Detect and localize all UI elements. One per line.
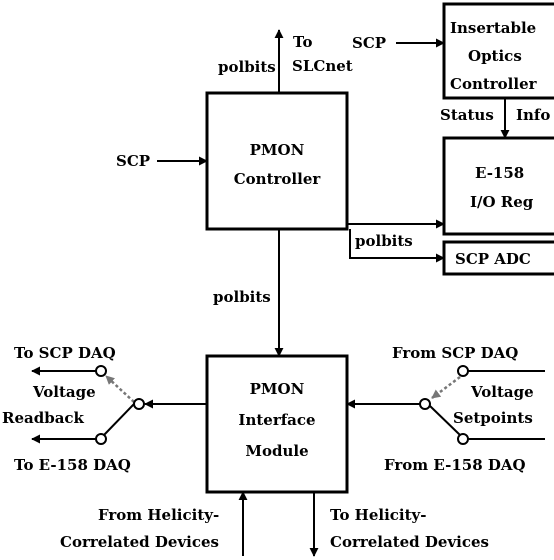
from-scp-daq-label: From SCP DAQ (392, 344, 518, 362)
info-label: Info (516, 106, 550, 124)
switch-terminal-e158-daq (95, 433, 107, 445)
e158-io-label-2: I/O Reg (470, 193, 534, 211)
to-helicity-label-1: To Helicity- (330, 506, 426, 524)
from-e158-daq-label: From E-158 DAQ (384, 456, 526, 474)
readback-switch-node (133, 398, 145, 410)
io-controller-label-1: Insertable (450, 19, 536, 37)
scp-label-left: SCP (116, 152, 150, 170)
voltage-setpoints-label-1: Voltage (470, 383, 534, 401)
readback-switch-dashed-arrow (105, 375, 135, 403)
readback-switch-arm (103, 403, 135, 436)
e158-io-label-1: E-158 (475, 164, 524, 182)
pmon-interface-label-2: Interface (238, 411, 315, 429)
status-label: Status (440, 106, 494, 124)
to-slcnet-label-2: SLCnet (292, 57, 353, 75)
scp-label-top: SCP (352, 34, 386, 52)
insertable-optics-controller-block: Insertable Optics Controller (442, 2, 554, 100)
to-helicity-label-2: Correlated Devices (330, 533, 489, 551)
setpoint-terminal-e158-daq (457, 433, 469, 445)
pmon-controller-block: PMON Controller (205, 91, 349, 231)
e158-io-reg-block: E-158 I/O Reg (442, 136, 554, 236)
scp-adc-block: SCP ADC (442, 240, 554, 276)
pmon-controller-label-1: PMON (250, 141, 305, 159)
polbits-label-top: polbits (218, 58, 276, 76)
setpoint-terminal-scp-daq (457, 365, 469, 377)
to-e158-daq-label: To E-158 DAQ (14, 456, 131, 474)
voltage-readback-label-1: Voltage (32, 383, 96, 401)
scp-adc-label: SCP ADC (455, 250, 531, 268)
to-slcnet-label-1: To (293, 33, 312, 51)
pmon-interface-module-block: PMON Interface Module (205, 354, 349, 494)
voltage-setpoints-label-2: Setpoints (453, 409, 533, 427)
from-helicity-label-2: Correlated Devices (60, 533, 219, 551)
from-helicity-label-1: From Helicity- (98, 506, 219, 524)
to-scp-daq-label: To SCP DAQ (14, 344, 116, 362)
polbits-label-right: polbits (355, 232, 413, 250)
switch-terminal-scp-daq (95, 365, 107, 377)
io-controller-label-2: Optics (468, 47, 522, 65)
controller-to-scp-adc-arrow (349, 229, 445, 263)
pmon-interface-label-1: PMON (250, 380, 305, 398)
voltage-readback-label-2: Readback (2, 409, 85, 427)
io-controller-label-3: Controller (450, 75, 538, 93)
setpoint-switch-dashed-arrow (431, 376, 461, 399)
polbits-label-mid: polbits (213, 288, 271, 306)
setpoint-switch-node (419, 398, 431, 410)
pmon-interface-label-3: Module (245, 442, 308, 460)
pmon-controller-label-2: Controller (234, 170, 322, 188)
setpoint-switch-arm (429, 405, 461, 436)
